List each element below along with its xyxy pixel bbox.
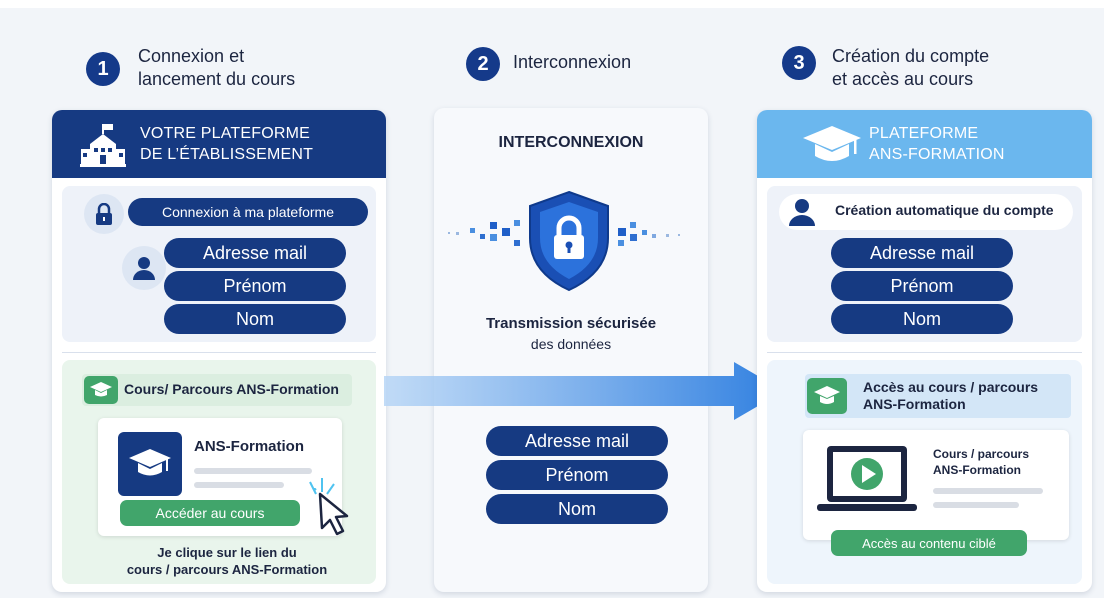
school-platform-title: VOTRE PLATEFORME DE L’ÉTABLISSEMENT	[140, 123, 313, 165]
course-card-line1: Cours / parcours	[933, 447, 1030, 461]
placeholder-line	[933, 488, 1043, 494]
placeholder-line	[194, 482, 284, 488]
ans-logo-icon	[118, 432, 182, 496]
transmitted-email: Adresse mail	[486, 426, 668, 456]
lock-icon	[84, 194, 124, 234]
account-firstname: Prénom	[831, 271, 1013, 301]
secure-transmission-line2: des données	[530, 336, 612, 352]
step-2-title: Interconnexion	[513, 51, 631, 74]
firstname-field: Prénom	[164, 271, 346, 301]
course-content-card: Cours / parcours ANS-Formation	[803, 430, 1069, 540]
account-label-box	[779, 194, 1073, 230]
placeholder-line	[933, 502, 1019, 508]
placeholder-line	[194, 468, 312, 474]
ans-platform-title-line2: ANS-FORMATION	[869, 146, 1005, 163]
course-card-title: Cours / parcours ANS-Formation	[933, 446, 1029, 478]
targeted-content-button[interactable]: Accès au contenu ciblé	[831, 530, 1027, 556]
user-icon	[789, 198, 819, 228]
click-caption-line1: Je clique sur le lien du	[157, 545, 297, 560]
secure-transmission-line1: Transmission sécurisée	[485, 315, 657, 332]
ans-platform-header: PLATEFORME ANS-FORMATION	[757, 110, 1092, 178]
ans-card-title: ANS-Formation	[194, 438, 304, 455]
access-course-button[interactable]: Accéder au cours	[120, 500, 300, 526]
step-2-number: 2	[466, 47, 500, 81]
laptop-video-icon	[817, 444, 917, 520]
interconnection-column: INTERCONNEXION	[434, 108, 708, 592]
security-shield-icon	[526, 190, 612, 292]
school-platform-header: VOTRE PLATEFORME DE L’ÉTABLISSEMENT	[52, 110, 386, 178]
step-1-title: Connexion et lancement du cours	[138, 45, 295, 91]
access-label-box	[805, 374, 1071, 418]
data-pixels-right-icon	[618, 218, 694, 254]
top-strip	[0, 0, 1104, 8]
step-1-title-line2: lancement du cours	[138, 69, 296, 89]
step-3-title-line1: Création du compte	[832, 46, 990, 66]
course-access-line1: Accès au cours / parcours	[863, 379, 1039, 395]
account-panel: Création automatique du compte Adresse m…	[767, 186, 1082, 342]
lastname-field: Nom	[164, 304, 346, 334]
click-caption: Je clique sur le lien du cours / parcour…	[122, 544, 332, 578]
course-panel: Cours/ Parcours ANS-Formation ANS-Format…	[62, 360, 376, 584]
course-access-label: Accès au cours / parcours ANS-Formation	[863, 379, 1038, 413]
graduation-cap-header-icon	[803, 124, 861, 166]
course-label-box	[82, 374, 352, 406]
graduation-cap-icon	[84, 376, 118, 404]
course-card-line2: ANS-Formation	[933, 463, 1021, 477]
step-1-number: 1	[86, 52, 120, 86]
click-burst-icon	[306, 476, 336, 496]
step-3-title-line2: et accès au cours	[832, 69, 974, 89]
divider	[62, 352, 376, 353]
email-field: Adresse mail	[164, 238, 346, 268]
school-platform-title-line2: DE L’ÉTABLISSEMENT	[140, 146, 314, 163]
user-icon	[122, 246, 166, 290]
data-pixels-left-icon	[448, 216, 528, 252]
account-label: Création automatique du compte	[835, 202, 1054, 218]
course-access-panel: Accès au cours / parcours ANS-Formation …	[767, 360, 1082, 584]
school-building-icon	[80, 122, 128, 168]
transmitted-lastname: Nom	[486, 494, 668, 524]
graduation-cap-icon	[807, 378, 847, 414]
school-platform-title-line1: VOTRE PLATEFORME	[140, 125, 311, 142]
step-2-title-line1: Interconnexion	[513, 52, 632, 72]
flow-arrow	[384, 360, 794, 422]
course-label: Cours/ Parcours ANS-Formation	[124, 381, 339, 397]
login-panel: Connexion à ma plateforme Adresse mail P…	[62, 186, 376, 342]
step-1-title-line1: Connexion et	[138, 46, 245, 66]
step-3-number: 3	[782, 46, 816, 80]
login-label[interactable]: Connexion à ma plateforme	[128, 198, 368, 226]
secure-transmission-text: Transmission sécurisée des données	[434, 314, 708, 354]
school-platform-column: VOTRE PLATEFORME DE L’ÉTABLISSEMENT Conn…	[52, 110, 386, 592]
ans-platform-title-line1: PLATEFORME	[869, 125, 979, 142]
step-3-title: Création du compte et accès au cours	[832, 45, 989, 91]
ans-platform-column: PLATEFORME ANS-FORMATION Création automa…	[757, 110, 1092, 592]
transmitted-firstname: Prénom	[486, 460, 668, 490]
course-access-line2: ANS-Formation	[863, 396, 966, 412]
click-caption-line2: cours / parcours ANS-Formation	[126, 562, 328, 577]
interconnection-title: INTERCONNEXION	[498, 134, 644, 151]
ans-platform-title: PLATEFORME ANS-FORMATION	[869, 123, 1005, 165]
divider	[767, 352, 1082, 353]
account-email: Adresse mail	[831, 238, 1013, 268]
account-lastname: Nom	[831, 304, 1013, 334]
